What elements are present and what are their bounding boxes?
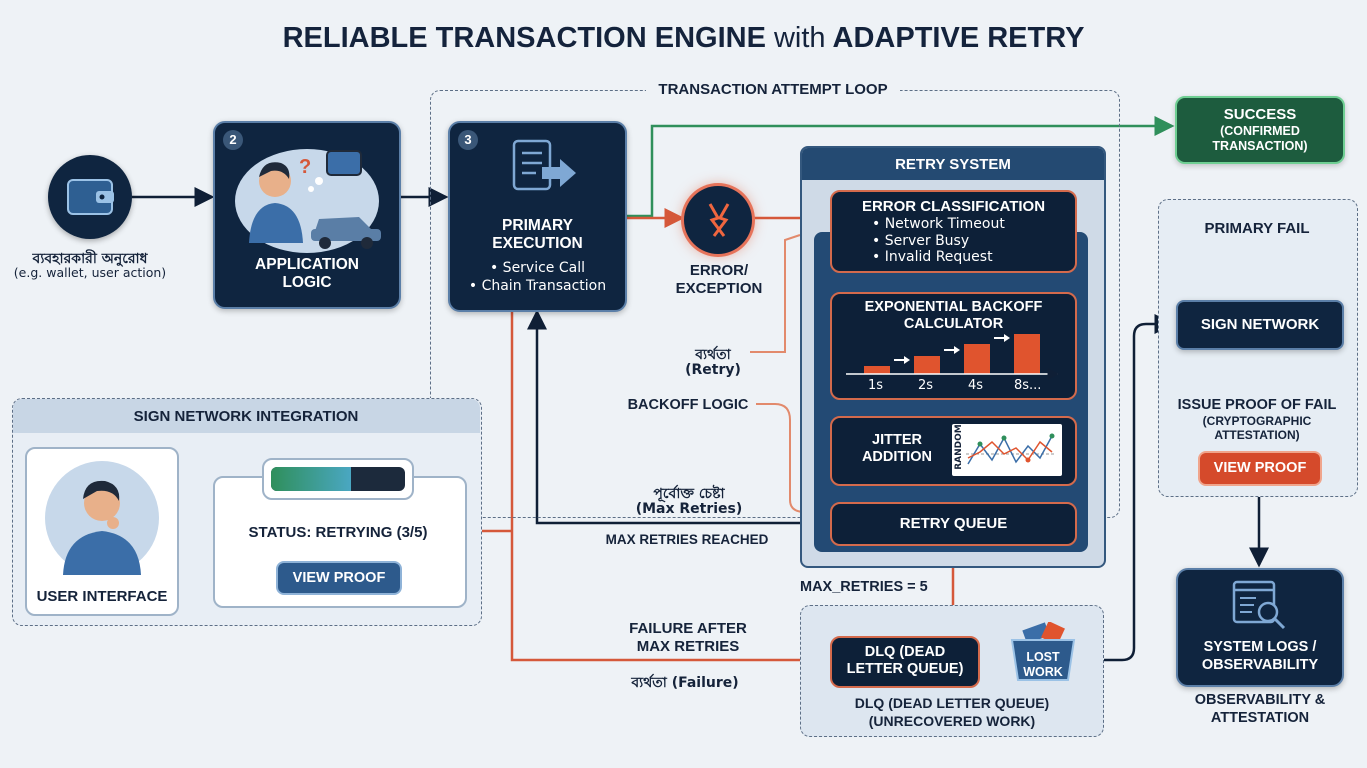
logs-search-icon: [1232, 580, 1286, 630]
backoff-tick-1: 1s: [868, 378, 884, 393]
sign-integration-title: SIGN NETWORK INTEGRATION: [133, 408, 359, 425]
edge-max-reached: MAX RETRIES REACHED: [605, 532, 769, 547]
document-send-icon: [512, 139, 576, 191]
wallet-icon: [67, 179, 114, 215]
edge-failure-after-2: MAX RETRIES: [636, 638, 740, 655]
arrow-primary-to-success: [625, 116, 1175, 218]
edge-failure-bn: ব্যর্থতা (Failure): [631, 675, 739, 691]
page-title: RELIABLE TRANSACTION ENGINE with ADAPTIV…: [0, 22, 1367, 55]
exponential-backoff-box[interactable]: EXPONENTIAL BACKOFF CALCULATOR 1s 2s 4s …: [830, 292, 1077, 400]
success-node[interactable]: SUCCESS (CONFIRMED TRANSACTION): [1175, 96, 1345, 164]
error-node[interactable]: [684, 186, 752, 254]
edge-max-retries-en: (Max Retries): [635, 501, 743, 517]
dlq-box[interactable]: DLQ (DEAD LETTER QUEUE): [830, 636, 980, 688]
right-view-proof-button[interactable]: VIEW PROOF: [1198, 451, 1322, 486]
backoff-tick-3: 4s: [968, 378, 984, 393]
backoff-bar-4: [1014, 334, 1040, 374]
lost-work-basket[interactable]: LOST WORK: [1008, 621, 1078, 684]
user-request-sub: (e.g. wallet, user action): [13, 265, 167, 280]
retry-queue-label: RETRY QUEUE: [899, 515, 1008, 532]
user-avatar-illustration: [45, 461, 159, 575]
arrow-retry-to-backoff: [750, 234, 801, 353]
arrow-queue-to-primary: [527, 309, 828, 525]
jitter-chart: RANDOM: [952, 424, 1062, 476]
attempt-loop-label: TRANSACTION ATTEMPT LOOP: [646, 81, 900, 98]
user-interface-label: USER INTERFACE: [36, 588, 168, 605]
retry-progress-bar: [262, 458, 414, 500]
error-classification-box[interactable]: ERROR CLASSIFICATION • Network Timeout •…: [830, 190, 1077, 273]
classification-item-3: • Invalid Request: [872, 249, 993, 265]
title-with: with: [773, 22, 826, 54]
classification-item-2: • Server Busy: [872, 233, 970, 249]
retry-queue-box[interactable]: RETRY QUEUE: [830, 502, 1077, 546]
backoff-bar-2: [914, 356, 940, 374]
arrow-lost-to-sign: [1078, 314, 1175, 662]
system-logs-box[interactable]: SYSTEM LOGS / OBSERVABILITY: [1176, 568, 1344, 687]
arrow-failure-to-dlq: [510, 312, 831, 670]
backoff-title: EXPONENTIAL BACKOFF CALCULATOR: [864, 299, 1043, 332]
jitter-axis-label: RANDOM: [953, 424, 964, 470]
dlq-box-label: DLQ (DEAD LETTER QUEUE): [846, 644, 964, 677]
primary-execution-label: PRIMARY EXECUTION: [492, 217, 583, 252]
backoff-tick-4: 8s...: [1014, 378, 1042, 393]
edge-max-retries-eq: MAX_RETRIES = 5: [800, 579, 928, 595]
step-badge: 2: [223, 130, 243, 150]
basket-icon: [1010, 621, 1076, 681]
primary-fail-label: PRIMARY FAIL: [1204, 220, 1310, 237]
jitter-addition-box[interactable]: JITTER ADDITION RANDOM: [830, 416, 1077, 486]
user-request-label: ব্যবহারকারী অনুরোধ: [32, 251, 148, 267]
backoff-bar-3: [964, 344, 990, 374]
edge-prev-attempt-bn: পূর্বোক্ত চেষ্টা: [653, 486, 725, 502]
edge-backoff-logic: BACKOFF LOGIC: [627, 397, 749, 413]
edge-failure-after-1: FAILURE AFTER: [629, 620, 747, 637]
confused-user-illustration: ?: [235, 149, 381, 253]
user-interface-card[interactable]: USER INTERFACE: [25, 447, 179, 616]
arrow-backoff-logic: [756, 403, 828, 513]
backoff-tick-2: 2s: [918, 378, 934, 393]
error-label: ERROR/ EXCEPTION: [675, 262, 763, 297]
edge-retry-en: (Retry): [685, 362, 741, 378]
retry-progress-fill: [271, 467, 352, 491]
view-proof-button[interactable]: VIEW PROOF: [276, 561, 402, 595]
jitter-title: JITTER ADDITION: [861, 432, 933, 465]
application-logic-node[interactable]: 2 ? APPLICATION LOGIC: [213, 121, 401, 309]
success-sub: (CONFIRMED TRANSACTION): [1212, 124, 1308, 153]
status-label: STATUS: RETRYING (3/5): [248, 524, 428, 541]
broken-link-icon: [708, 203, 730, 237]
issue-proof-sub: (CRYPTOGRAPHIC ATTESTATION): [1202, 414, 1312, 442]
primary-execution-node[interactable]: 3 PRIMARY EXECUTION • Service Call • Cha…: [448, 121, 627, 312]
application-logic-label: APPLICATION LOGIC: [255, 256, 359, 291]
classification-title: ERROR CLASSIFICATION: [861, 198, 1046, 215]
system-logs-label: SYSTEM LOGS / OBSERVABILITY: [1201, 639, 1319, 673]
lost-work-label: LOST WORK: [1023, 650, 1063, 679]
issue-proof-label: ISSUE PROOF OF FAIL: [1177, 397, 1337, 413]
edge-retry-bn: ব্যর্থতা: [695, 347, 731, 363]
sign-network-box[interactable]: SIGN NETWORK: [1176, 300, 1344, 350]
retry-system-title: RETRY SYSTEM: [895, 156, 1011, 173]
title-tail: ADAPTIVE RETRY: [832, 22, 1085, 54]
dlq-caption: DLQ (DEAD LETTER QUEUE) (UNRECOVERED WOR…: [854, 695, 1050, 729]
primary-execution-item-1: • Service Call: [489, 260, 586, 276]
title-main: RELIABLE TRANSACTION ENGINE: [282, 22, 766, 54]
success-label: SUCCESS: [1223, 106, 1297, 123]
primary-execution-item-2: • Chain Transaction: [468, 278, 607, 294]
user-request-node[interactable]: [48, 155, 132, 239]
svg-text:?: ?: [299, 156, 311, 178]
backoff-bar-1: [864, 366, 890, 374]
observability-caption: OBSERVABILITY & ATTESTATION: [1194, 692, 1326, 726]
step-badge: 3: [458, 130, 478, 150]
classification-item-1: • Network Timeout: [872, 216, 1005, 232]
backoff-bar-chart: [846, 334, 1060, 380]
sign-network-label: SIGN NETWORK: [1200, 316, 1320, 333]
